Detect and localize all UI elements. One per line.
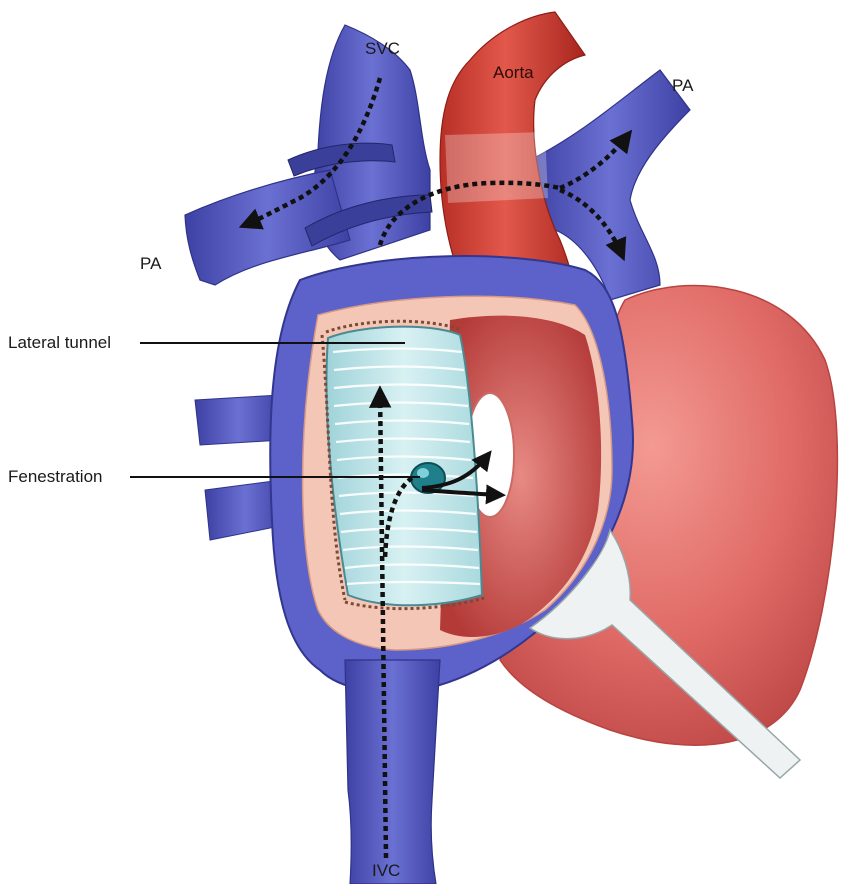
fenestration-label: Fenestration	[8, 468, 103, 485]
lateral-tunnel-label: Lateral tunnel	[8, 334, 111, 351]
lateral-tunnel-baffle	[322, 321, 484, 608]
pa-right-label: PA	[672, 77, 693, 94]
aorta-label: Aorta	[493, 64, 534, 81]
aorta-overlap-band	[445, 132, 548, 203]
pa-left-label: PA	[140, 255, 161, 272]
ivc-label: IVC	[372, 862, 400, 879]
inferior-vena-cava	[345, 660, 440, 884]
svc-label: SVC	[365, 40, 400, 57]
pulmonary-vein-upper-stub	[195, 395, 282, 445]
